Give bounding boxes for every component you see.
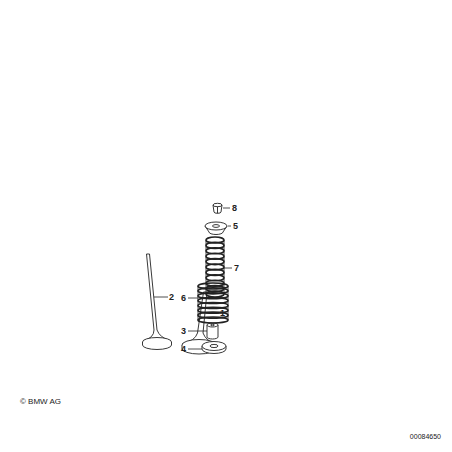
spring-edge bbox=[198, 286, 199, 320]
spring-coil bbox=[206, 291, 224, 297]
copyright-note: © BMW AG bbox=[20, 398, 61, 406]
leader-lines bbox=[154, 208, 232, 349]
drawing-number: 00084650 bbox=[410, 433, 441, 440]
callout-number: 3 bbox=[181, 327, 186, 336]
callout-number: 4 bbox=[181, 345, 186, 354]
callout-number: 8 bbox=[232, 204, 237, 213]
inner-spring bbox=[206, 237, 224, 297]
stem-seal bbox=[207, 323, 218, 339]
spring-edge bbox=[206, 240, 207, 294]
valve-2 bbox=[143, 254, 172, 350]
valve-keepers bbox=[213, 203, 222, 213]
spring-seat bbox=[202, 342, 226, 354]
outer-spring bbox=[198, 283, 228, 323]
callout-number: 6 bbox=[181, 294, 186, 303]
callout-number: 5 bbox=[233, 222, 238, 231]
spring-retainer bbox=[205, 222, 227, 235]
callout-number: 7 bbox=[234, 264, 239, 273]
spring-edge bbox=[224, 240, 225, 294]
callout-number: 2 bbox=[169, 293, 174, 302]
spring-edge bbox=[228, 286, 229, 320]
callout-number: 1 bbox=[220, 309, 225, 318]
